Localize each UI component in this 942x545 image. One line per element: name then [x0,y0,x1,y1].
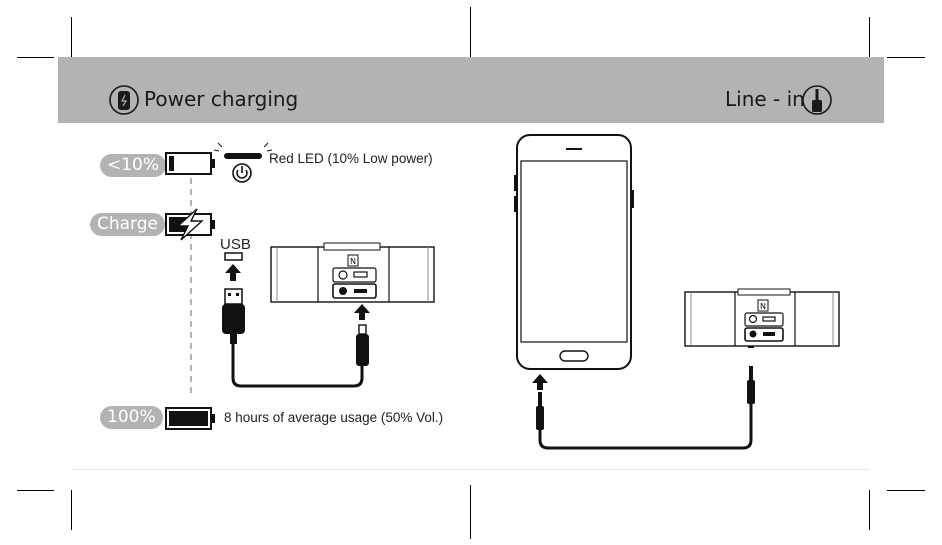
footer-divider [72,469,870,470]
arrow-up-icon [225,264,241,281]
usb-cable [233,344,362,386]
aux-plug-left [536,392,544,430]
aux-plug-right [747,366,755,404]
power-button-icon [233,164,251,182]
usb-a-plug-icon [222,289,245,344]
red-led-icon [214,143,272,159]
usb-port-icon [225,253,242,260]
speaker-device-right [685,289,839,346]
micro-usb-plug-icon [356,325,369,366]
aux-cable [540,404,751,448]
arrow-up-icon [532,374,548,390]
speaker-device-left [271,243,434,302]
charging-battery-icon [166,209,215,240]
arrow-up-icon [354,304,370,320]
full-battery-icon [166,408,215,429]
speaker-logo-right: N [760,302,766,311]
low-battery-icon [166,153,215,174]
smartphone-icon [514,135,634,369]
speaker-logo-left: N [350,257,356,266]
